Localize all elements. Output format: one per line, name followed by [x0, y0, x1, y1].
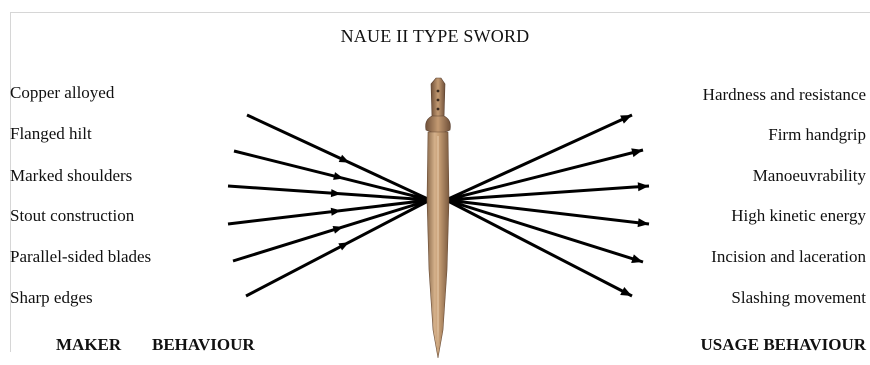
output-arrow-4 — [446, 200, 649, 224]
footer-maker: MAKER — [56, 335, 121, 355]
input-arrowhead-6 — [338, 242, 349, 250]
footer-behaviour: BEHAVIOUR — [152, 335, 255, 355]
output-arrowhead-1 — [620, 115, 632, 124]
left-label-6: Sharp edges — [10, 288, 93, 308]
right-label-3: Manoeuvrability — [753, 166, 866, 186]
output-arrow-1 — [446, 115, 632, 200]
output-arrow-6 — [446, 200, 632, 296]
left-label-2: Flanged hilt — [10, 124, 92, 144]
left-label-4: Stout construction — [10, 206, 134, 226]
right-label-2: Firm handgrip — [768, 125, 866, 145]
input-arrow-4 — [228, 200, 430, 224]
output-arrowhead-3 — [638, 182, 649, 191]
output-arrowhead-5 — [631, 254, 643, 263]
right-label-6: Slashing movement — [731, 288, 866, 308]
left-label-3: Marked shoulders — [10, 166, 132, 186]
output-arrow-5 — [446, 200, 643, 262]
input-arrowhead-1 — [339, 155, 350, 163]
input-arrow-1 — [247, 115, 430, 200]
right-label-1: Hardness and resistance — [703, 85, 866, 105]
left-label-5: Parallel-sided blades — [10, 247, 151, 267]
left-label-1: Copper alloyed — [10, 83, 114, 103]
right-label-4: High kinetic energy — [731, 206, 866, 226]
footer-usage-behaviour: USAGE BEHAVIOUR — [701, 335, 866, 355]
input-arrowhead-5 — [333, 226, 344, 234]
right-label-5: Incision and laceration — [711, 247, 866, 267]
sword-illustration — [426, 78, 451, 358]
input-arrowhead-3 — [331, 189, 341, 197]
